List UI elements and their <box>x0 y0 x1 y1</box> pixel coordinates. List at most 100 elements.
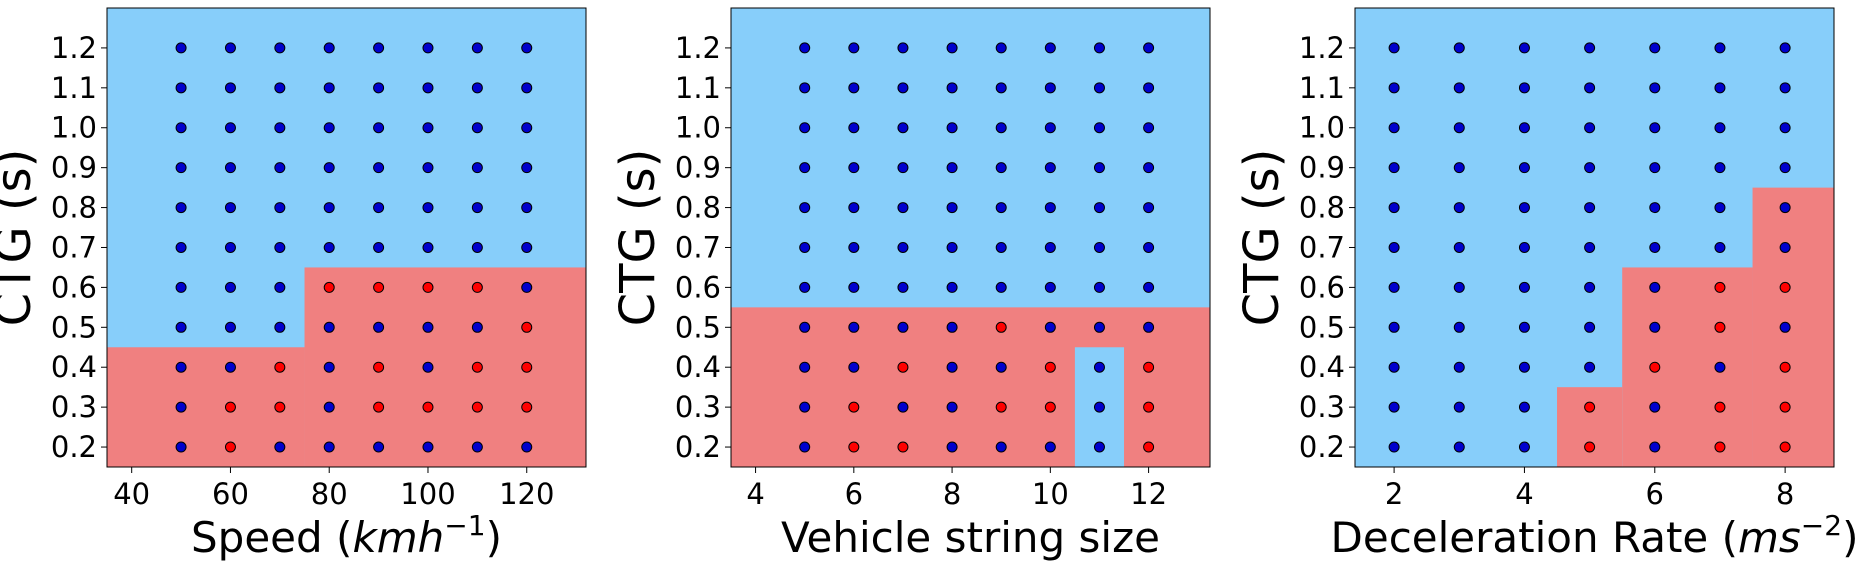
safe-point <box>946 281 958 293</box>
safe-point <box>799 122 811 134</box>
safe-point <box>471 122 483 134</box>
safe-point <box>274 122 286 134</box>
safe-point <box>175 162 187 174</box>
safe-point <box>1779 321 1791 333</box>
safe-point <box>274 281 286 293</box>
safe-point <box>1584 281 1596 293</box>
safe-point <box>175 241 187 253</box>
safe-point <box>848 82 860 94</box>
unsafe-region <box>1557 387 1623 467</box>
unsafe-point <box>1143 401 1155 413</box>
safe-point <box>224 202 236 214</box>
safe-point <box>1388 361 1400 373</box>
safe-point <box>323 122 335 134</box>
y-tick-label: 1.2 <box>1299 31 1345 65</box>
x-axis-label: Vehicle string size <box>781 513 1160 562</box>
safe-point <box>471 202 483 214</box>
safe-point <box>1453 241 1465 253</box>
unsafe-point <box>848 401 860 413</box>
safe-point <box>422 42 434 54</box>
safe-point <box>373 122 385 134</box>
safe-point <box>1388 42 1400 54</box>
safe-point <box>1044 162 1056 174</box>
safe-point <box>897 162 909 174</box>
safe-point <box>1143 162 1155 174</box>
safe-point <box>1093 42 1105 54</box>
y-tick-label: 0.8 <box>1299 191 1345 225</box>
safe-point <box>1779 122 1791 134</box>
safe-point <box>274 202 286 214</box>
y-tick-label: 1.2 <box>675 31 721 65</box>
safe-point <box>1779 241 1791 253</box>
safe-point <box>1388 82 1400 94</box>
unsafe-point <box>1779 361 1791 373</box>
safe-point <box>224 122 236 134</box>
safe-point <box>1093 321 1105 333</box>
safe-point <box>373 202 385 214</box>
safe-point <box>897 401 909 413</box>
safe-point <box>897 202 909 214</box>
plot-frame <box>730 7 1211 468</box>
safe-point <box>175 401 187 413</box>
safe-point <box>521 441 533 453</box>
safe-point <box>471 321 483 333</box>
safe-point <box>175 441 187 453</box>
safe-point <box>995 82 1007 94</box>
y-tick-label: 1.1 <box>51 71 97 105</box>
unsafe-point <box>323 281 335 293</box>
safe-point <box>848 122 860 134</box>
safe-point <box>1388 241 1400 253</box>
safe-point <box>175 42 187 54</box>
safe-point <box>521 122 533 134</box>
safe-point <box>1518 122 1530 134</box>
safe-point <box>995 42 1007 54</box>
safe-point <box>1649 401 1661 413</box>
safe-point <box>422 241 434 253</box>
unsafe-point <box>373 281 385 293</box>
safe-point <box>1044 122 1056 134</box>
y-tick-label: 1.2 <box>51 31 97 65</box>
safe-point <box>422 202 434 214</box>
safe-point <box>1518 42 1530 54</box>
safe-point <box>995 361 1007 373</box>
safe-point <box>1518 241 1530 253</box>
safe-point <box>422 162 434 174</box>
unsafe-region <box>1622 267 1753 467</box>
safe-point <box>848 202 860 214</box>
safe-point <box>422 122 434 134</box>
safe-point <box>897 321 909 333</box>
y-tick-label: 0.6 <box>675 270 721 304</box>
safe-point <box>995 202 1007 214</box>
unsafe-point <box>471 281 483 293</box>
safe-point <box>1518 281 1530 293</box>
unsafe-point <box>1714 321 1726 333</box>
safe-point <box>1714 122 1726 134</box>
unsafe-point <box>521 321 533 333</box>
safe-point <box>471 241 483 253</box>
safe-point <box>1584 321 1596 333</box>
safe-point <box>1143 42 1155 54</box>
y-tick-label: 0.4 <box>675 350 721 384</box>
safe-point <box>274 82 286 94</box>
x-tick-label: 120 <box>499 477 554 511</box>
plot-frame <box>1354 7 1835 468</box>
unsafe-region <box>1752 187 1834 467</box>
unsafe-region <box>304 267 586 467</box>
unsafe-point <box>995 321 1007 333</box>
unsafe-point <box>224 441 236 453</box>
safe-point <box>373 241 385 253</box>
safe-point <box>1044 321 1056 333</box>
safe-point <box>373 42 385 54</box>
safe-point <box>1453 82 1465 94</box>
safe-point <box>946 82 958 94</box>
safe-point <box>323 202 335 214</box>
unsafe-point <box>1714 401 1726 413</box>
y-tick-label: 0.7 <box>675 230 721 264</box>
unsafe-point <box>471 361 483 373</box>
safe-point <box>471 42 483 54</box>
safe-point <box>1388 122 1400 134</box>
x-tick-label: 8 <box>943 477 961 511</box>
y-tick-label: 1.1 <box>675 71 721 105</box>
